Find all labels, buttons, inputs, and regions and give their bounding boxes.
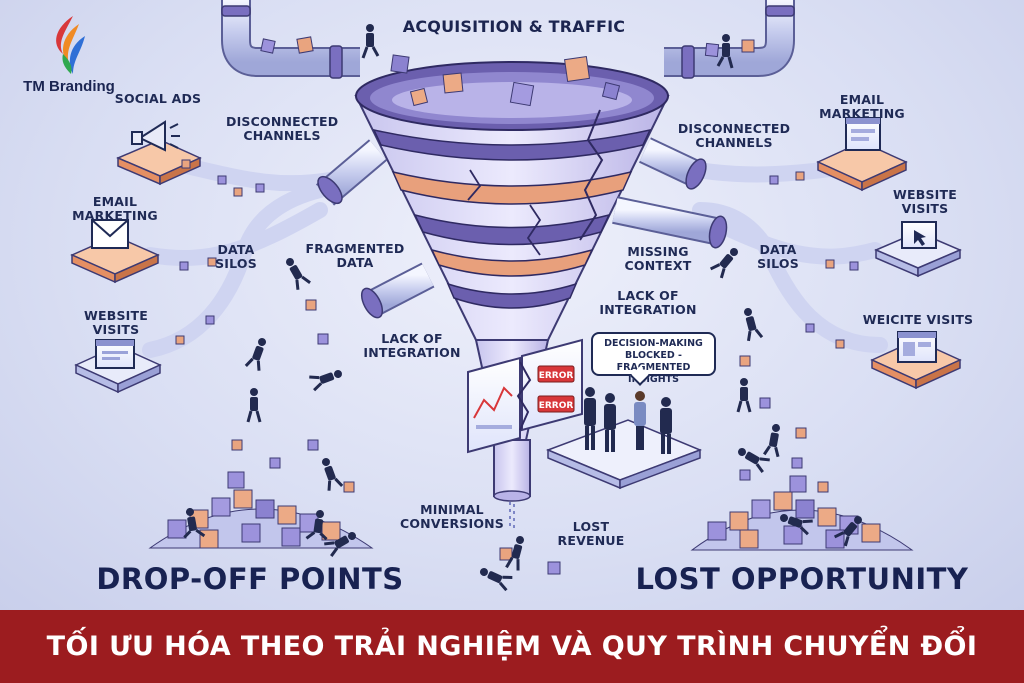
falling-people [183,24,862,592]
label-missing-context: MISSING CONTEXT [624,244,692,273]
top-left-pipe [221,0,360,79]
browser-window-icon [95,339,135,369]
layout-screen-icon [897,331,937,363]
label-data-silos-left: DATA SILOS [215,242,257,271]
label-lost-revenue: LOST REVENUE [557,519,625,548]
top-right-pipe [664,0,795,79]
lost-opportunity-cube-pile [690,475,914,551]
label-social-ads: SOCIAL ADS [114,91,202,106]
cursor-screen-icon [901,221,937,249]
label-fragmented-data: FRAGMENTED DATA [305,241,405,270]
newsletter-screen-icon [845,117,881,151]
left-leak-pipes [315,139,435,319]
label-drop-off-points: DROP-OFF POINTS [96,562,404,596]
business-people-group [584,387,672,454]
bubble-line-3: FRAGMENTED INSIGHTS [616,362,691,385]
label-lack-of-integration-left: LACK OF INTEGRATION [363,331,461,360]
illustration-stage: ERROR ERROR [0,0,1024,610]
label-data-silos-right: DATA SILOS [757,242,799,271]
label-minimal-conversions: MINIMAL CONVERSIONS [399,502,505,531]
label-email-marketing-right: EMAIL MARKETING [819,92,905,121]
label-disconnected-channels-right: DISCONNECTED CHANNELS [677,121,791,150]
label-lost-opportunity: LOST OPPORTUNITY [635,562,969,596]
meeting-platform [545,419,703,490]
bubble-line-2: BLOCKED - [625,350,682,361]
megaphone-icon [131,120,180,152]
right-leak-pipes [612,137,728,249]
email-platform-right [816,141,908,192]
label-acquisition-traffic: ACQUISITION & TRAFFIC [402,17,626,36]
footer-banner: TỐI ƯU HÓA THEO TRẢI NGHIỆM VÀ QUY TRÌNH… [0,610,1024,683]
data-cubes [175,36,859,575]
label-website-visits-left: WEBSITE VISITS [84,308,148,337]
error-badge-1: ERROR [539,371,574,381]
flame-leaf-logo-icon [56,16,85,74]
brand-name: TM Branding [23,78,115,95]
speech-bubble: DECISION-MAKING BLOCKED - FRAGMENTED INS… [591,332,716,385]
funnel-illustration: ERROR ERROR [70,0,962,592]
footer-title: TỐI ƯU HÓA THEO TRẢI NGHIỆM VÀ QUY TRÌNH… [46,631,978,662]
error-badge-2: ERROR [539,401,574,411]
email-platform-left [70,235,160,284]
label-weicite-visits: WEICITE VISITS [862,312,974,327]
error-dashboard: ERROR ERROR [467,338,583,454]
brand-logo: TM Branding [14,14,124,95]
label-email-marketing-left: EMAIL MARKETING [72,194,158,223]
envelope-icon [91,219,129,249]
label-website-visits-right: WEBSITE VISITS [893,187,957,216]
label-lack-of-integration-right: LACK OF INTEGRATION [599,288,697,317]
label-disconnected-channels-left: DISCONNECTED CHANNELS [226,114,339,143]
bubble-line-1: DECISION-MAKING [604,338,703,349]
